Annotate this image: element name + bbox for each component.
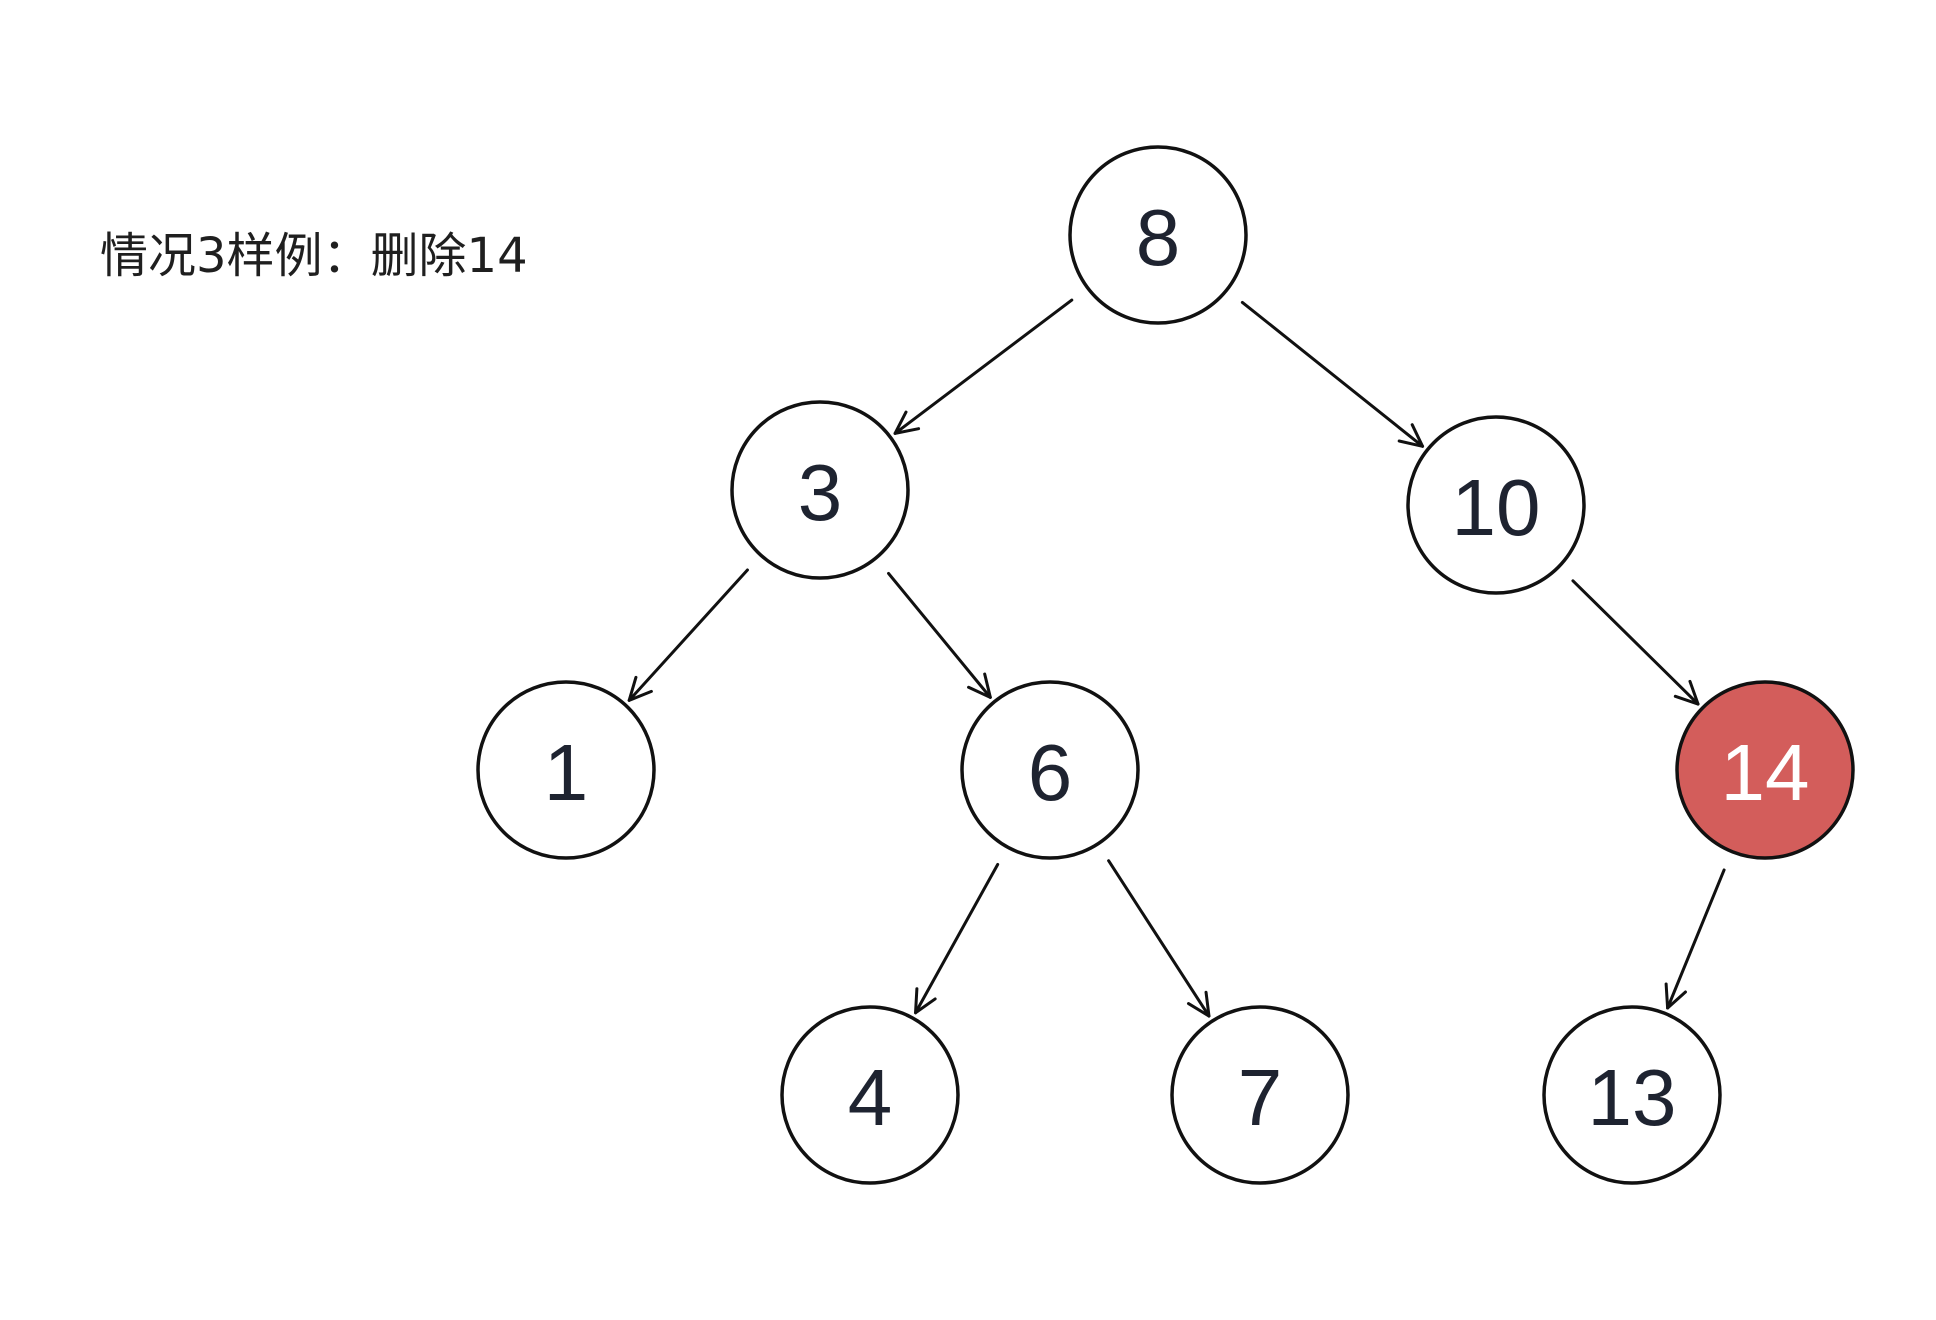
- node-label: 7: [1238, 1053, 1283, 1142]
- node-circle: [730, 400, 910, 580]
- edge-10-to-14: [1571, 579, 1700, 706]
- edge-line: [1571, 579, 1700, 706]
- tree-node-13: 13: [1542, 1005, 1722, 1185]
- tree-node-3: 3: [730, 400, 910, 580]
- node-label: 3: [798, 448, 843, 537]
- node-label: 10: [1452, 463, 1541, 552]
- edge-3-to-1: [627, 568, 749, 702]
- edge-line: [893, 298, 1074, 435]
- tree-node-4: 4: [780, 1005, 960, 1185]
- node-circle: [476, 680, 656, 860]
- arrowhead-icon: [1673, 679, 1700, 706]
- nodes-layer: 8 3 10 1 6 14 4 7 13: [476, 145, 1855, 1185]
- arrowhead-icon: [627, 675, 653, 702]
- node-label: 4: [848, 1053, 893, 1142]
- tree-node-8: 8: [1068, 145, 1248, 325]
- edge-line: [914, 862, 1000, 1015]
- arrowhead-icon: [1186, 990, 1211, 1018]
- edge-3-to-6: [887, 571, 992, 699]
- tree-node-6: 6: [960, 680, 1140, 860]
- tree-node-14: 14: [1675, 680, 1855, 860]
- arrowhead-icon: [1664, 982, 1687, 1010]
- tree-node-1: 1: [476, 680, 656, 860]
- highlighted-node-circle: [1675, 680, 1855, 860]
- edge-14-to-13: [1664, 868, 1726, 1010]
- arrowhead-icon: [967, 672, 992, 699]
- node-circle: [1170, 1005, 1350, 1185]
- edge-6-to-4: [914, 862, 1000, 1015]
- node-circle: [1068, 145, 1248, 325]
- arrowhead-icon: [1397, 423, 1425, 448]
- node-circle: [1542, 1005, 1722, 1185]
- node-circle: [780, 1005, 960, 1185]
- node-label: 6: [1028, 728, 1073, 817]
- edge-line: [1666, 868, 1726, 1010]
- edge-8-to-10: [1240, 300, 1425, 448]
- edge-6-to-7: [1107, 859, 1211, 1018]
- edge-line: [627, 568, 749, 702]
- node-label: 13: [1588, 1053, 1677, 1142]
- edge-line: [887, 571, 992, 699]
- node-circle: [960, 680, 1140, 860]
- edge-line: [1107, 859, 1211, 1018]
- tree-node-10: 10: [1406, 415, 1586, 595]
- arrowhead-icon: [914, 987, 937, 1015]
- arrowhead-icon: [893, 410, 921, 435]
- node-circle: [1406, 415, 1586, 595]
- node-label: 14: [1721, 728, 1810, 817]
- tree-node-7: 7: [1170, 1005, 1350, 1185]
- edge-line: [1240, 300, 1425, 448]
- edge-8-to-3: [893, 298, 1074, 435]
- node-label: 1: [544, 728, 589, 817]
- diagram-caption: 情况3样例：删除14: [100, 228, 528, 284]
- node-label: 8: [1136, 193, 1181, 282]
- edges-layer: [627, 298, 1726, 1018]
